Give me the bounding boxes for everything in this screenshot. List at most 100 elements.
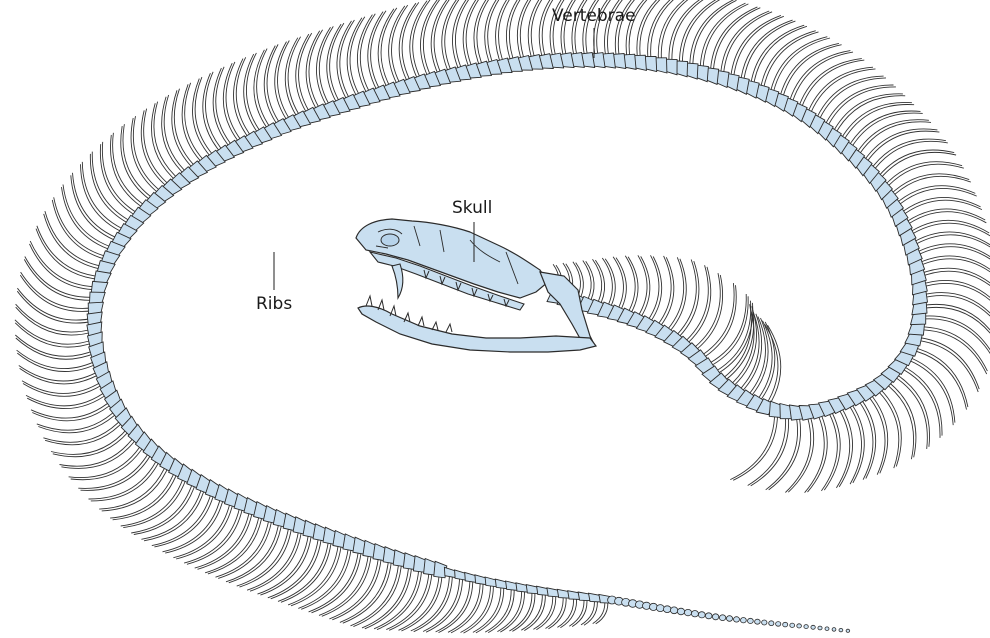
rib (673, 260, 696, 339)
rib (763, 32, 819, 93)
rib (288, 37, 302, 120)
rib (733, 16, 784, 81)
tail-vertebra (663, 606, 671, 613)
rib (770, 37, 828, 96)
rib (788, 412, 813, 492)
rib (904, 212, 987, 227)
rib (195, 77, 216, 158)
rib (869, 139, 946, 171)
rib (914, 340, 978, 392)
rib (720, 11, 769, 78)
rib (23, 383, 106, 397)
tail-vertebra (839, 628, 843, 631)
tail-vertebra (825, 627, 829, 631)
rib (638, 256, 650, 321)
tail-vertebra (755, 619, 761, 624)
rib (445, 0, 464, 75)
tail-vertebra (804, 625, 808, 629)
rib (20, 368, 103, 384)
rib (855, 120, 929, 157)
tail-vertebra (797, 624, 802, 628)
tail-vertebra (783, 622, 788, 627)
rib (509, 0, 532, 65)
rib (915, 337, 979, 389)
vertebrae-label: Vertebrae (552, 6, 636, 26)
rib (616, 258, 626, 315)
rib (43, 417, 123, 442)
rib (62, 187, 114, 251)
rib (546, 594, 564, 628)
rib (216, 67, 235, 149)
rib (91, 458, 161, 501)
rib (842, 104, 915, 144)
rib (640, 0, 675, 62)
rib (846, 402, 861, 485)
rib (557, 595, 573, 627)
tail-vertebra (818, 626, 822, 630)
tail-vertebra (698, 612, 705, 618)
skull-label: Skull (452, 198, 492, 218)
rib (52, 200, 109, 260)
rib (698, 283, 734, 358)
fang (392, 264, 403, 298)
rib (296, 34, 309, 117)
rib (426, 576, 463, 632)
tail-vertebrae (608, 596, 850, 632)
rib (723, 12, 772, 79)
eye-socket (381, 234, 399, 246)
rib (914, 247, 990, 264)
ribs-label: Ribs (256, 294, 292, 314)
rib (730, 15, 781, 80)
rib (657, 257, 673, 330)
rib (528, 0, 553, 63)
rib (700, 285, 736, 360)
rib (389, 568, 432, 630)
rib (710, 7, 757, 75)
tail-vertebra (726, 616, 732, 622)
rib (750, 25, 804, 87)
rib (713, 8, 760, 76)
rib (347, 18, 362, 101)
rib (805, 411, 825, 493)
rib (402, 2, 419, 84)
rib (401, 571, 442, 631)
rib (785, 412, 810, 492)
tail-vertebra (691, 611, 698, 617)
rib (285, 38, 299, 121)
rib (722, 306, 754, 383)
tail-vertebra (846, 629, 850, 632)
rib (17, 291, 94, 323)
rib (299, 33, 312, 116)
rib (133, 116, 164, 194)
rib (90, 154, 132, 225)
rib (517, 0, 541, 64)
tail-vertebra (712, 614, 718, 620)
rib (672, 0, 712, 66)
tail-vertebra (762, 620, 767, 625)
rib (316, 27, 330, 110)
tail-vertebra (650, 603, 658, 610)
tail-vertebra (677, 608, 684, 615)
rib (306, 31, 320, 114)
rib (753, 26, 807, 89)
rib (655, 256, 671, 329)
rib (399, 3, 416, 85)
rib (413, 0, 430, 82)
tail-vertebra (748, 618, 754, 623)
rib (184, 503, 241, 563)
tail-vertebra (705, 613, 712, 619)
rib (857, 122, 931, 159)
rib (337, 21, 352, 104)
rib (22, 380, 105, 394)
rib (751, 412, 789, 486)
tail-vertebra (734, 617, 740, 622)
rib (628, 257, 638, 318)
rib (327, 24, 341, 107)
rib (386, 567, 429, 629)
tail-vertebra (670, 607, 677, 614)
skull-drawing (356, 219, 596, 352)
rib (743, 21, 795, 85)
rib (309, 30, 323, 113)
tail-vertebra (741, 618, 747, 623)
